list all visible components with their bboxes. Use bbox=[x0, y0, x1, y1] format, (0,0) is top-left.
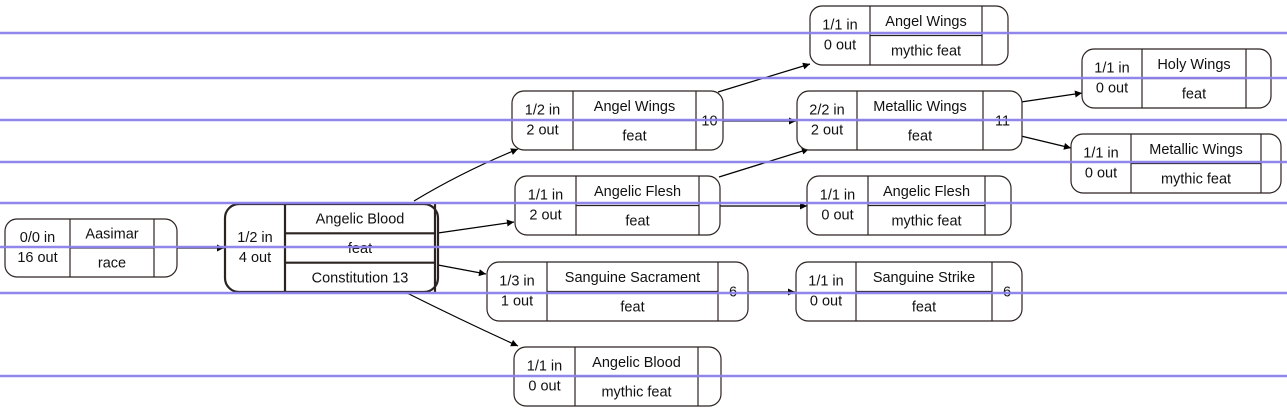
node-type: mythic feat bbox=[601, 384, 671, 400]
out-count: 0 out bbox=[1096, 81, 1128, 97]
out-count: 1 out bbox=[501, 294, 533, 310]
node-title: Holy Wings bbox=[1157, 57, 1230, 73]
node-badge: 10 bbox=[701, 114, 717, 130]
out-count: 2 out bbox=[529, 208, 561, 224]
node-type: race bbox=[98, 256, 126, 272]
in-count: 1/1 in bbox=[1083, 146, 1118, 162]
node-metallic-wings-mythic: 1/1 in 0 out Metallic Wings mythic feat bbox=[1070, 133, 1282, 194]
out-count: 0 out bbox=[810, 294, 842, 310]
node-title: Metallic Wings bbox=[873, 99, 966, 115]
node-type: feat bbox=[348, 241, 372, 257]
node-title: Angelic Blood bbox=[592, 355, 681, 371]
in-count: 1/1 in bbox=[820, 188, 855, 204]
in-count: 1/2 in bbox=[237, 230, 272, 246]
edge-metallic-wings-feat-to-metallic-wings-mythic bbox=[1020, 135, 1072, 150]
in-count: 1/1 in bbox=[1094, 61, 1129, 77]
node-type: feat bbox=[625, 213, 649, 229]
in-count: 1/1 in bbox=[527, 359, 562, 375]
node-title: Sanguine Sacrament bbox=[565, 270, 700, 286]
node-title: Metallic Wings bbox=[1149, 142, 1242, 158]
node-title: Angelic Flesh bbox=[883, 184, 970, 200]
in-count: 1/1 in bbox=[808, 274, 843, 290]
in-count: 1/3 in bbox=[499, 274, 534, 290]
node-badge: 11 bbox=[995, 114, 1010, 130]
in-count: 1/1 in bbox=[528, 188, 563, 204]
node-type: feat bbox=[1182, 86, 1206, 102]
node-angel-wings-mythic: 1/1 in 0 out Angel Wings mythic feat bbox=[809, 5, 1009, 66]
in-count: 0/0 in bbox=[20, 230, 55, 246]
in-count: 2/2 in bbox=[809, 103, 844, 119]
in-count: 1/1 in bbox=[822, 18, 857, 34]
out-count: 2 out bbox=[526, 123, 558, 139]
edge-angelic-blood-to-sanguine-sacrament bbox=[437, 264, 487, 277]
edge-angelic-blood-to-angelic-flesh-feat bbox=[437, 219, 515, 234]
node-type: mythic feat bbox=[891, 213, 961, 229]
node-type: feat bbox=[908, 128, 932, 144]
node-title: Angelic Blood bbox=[316, 212, 405, 228]
node-type: mythic feat bbox=[891, 43, 961, 59]
out-count: 0 out bbox=[1085, 166, 1117, 182]
in-count: 1/2 in bbox=[525, 103, 560, 119]
node-title: Angel Wings bbox=[885, 14, 966, 30]
node-angelic-flesh-mythic: 1/1 in 0 out Angelic Flesh mythic feat bbox=[806, 175, 1012, 236]
out-count: 0 out bbox=[528, 379, 560, 395]
edge-metallic-wings-feat-to-holy-wings bbox=[1020, 90, 1083, 103]
node-title: Aasimar bbox=[85, 227, 138, 243]
node-prerequisite: Constitution 13 bbox=[312, 270, 409, 286]
out-count: 0 out bbox=[824, 38, 856, 54]
overlay-lines bbox=[0, 31, 1287, 378]
out-count: 4 out bbox=[239, 250, 271, 266]
edge-angelic-blood-to-angelic-blood-mythic bbox=[406, 292, 519, 347]
out-count: 16 out bbox=[17, 250, 57, 266]
node-title: Angelic Flesh bbox=[594, 184, 681, 200]
node-title: Angel Wings bbox=[594, 99, 675, 115]
edge-angelic-blood-to-angel-wings-feat bbox=[413, 148, 519, 202]
out-count: 2 out bbox=[811, 123, 843, 139]
node-type: mythic feat bbox=[1161, 171, 1231, 187]
node-type: feat bbox=[622, 128, 646, 144]
node-type: feat bbox=[912, 299, 936, 315]
node-type: feat bbox=[620, 299, 644, 315]
node-title: Sanguine Strike bbox=[873, 270, 975, 286]
out-count: 0 out bbox=[821, 208, 853, 224]
node-angelic-flesh-feat: 1/1 in 2 out Angelic Flesh feat bbox=[514, 175, 721, 236]
